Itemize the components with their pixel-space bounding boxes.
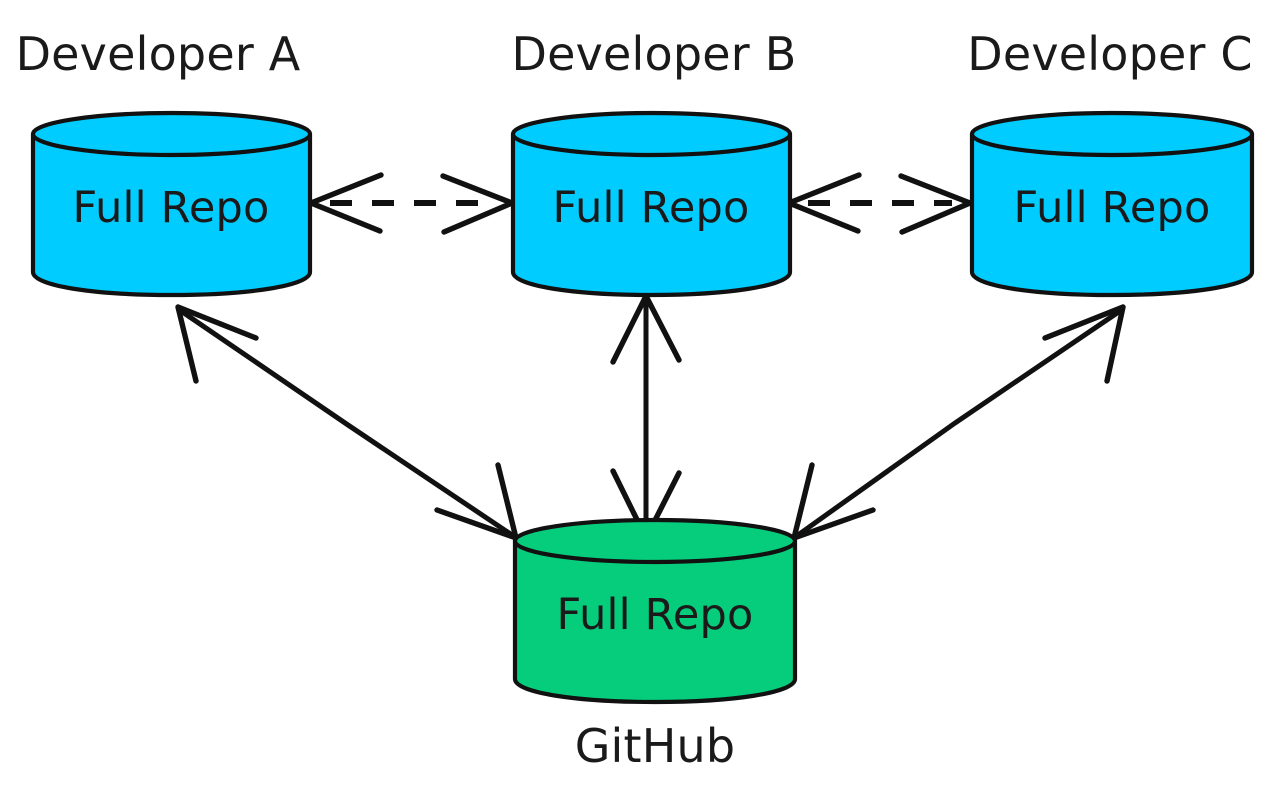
dev-c-cylinder-body (969, 131, 1255, 298)
dev-c-caption: Developer C (967, 27, 1253, 81)
dev-b-repo-label: Full Repo (552, 183, 749, 233)
dev-b-caption: Developer B (512, 27, 797, 81)
dev-a-cylinder-top (30, 110, 313, 158)
node-dev-a[interactable]: Full Repo Developer A (16, 27, 313, 298)
dev-a-caption: Developer A (16, 27, 301, 81)
node-dev-b[interactable]: Full Repo Developer B (510, 27, 797, 298)
node-dev-c[interactable]: Full Repo Developer C (967, 27, 1255, 298)
arrowhead-left-dashed-b (786, 172, 862, 234)
arrowhead-right-dashed-b (898, 173, 973, 235)
github-repo-label: Full Repo (556, 590, 753, 640)
arrowhead-down-left (434, 462, 519, 541)
edge-github-dev-a-line (178, 308, 515, 538)
dev-c-cylinder-top (969, 110, 1255, 158)
arrowhead-right-dashed-a (440, 173, 515, 235)
github-cylinder-body (512, 538, 798, 705)
edge-github-to-dev-c (791, 304, 1126, 541)
github-caption: GitHub (575, 719, 736, 773)
dev-a-repo-label: Full Repo (72, 183, 269, 233)
dev-b-cylinder-body (510, 131, 793, 298)
arrowhead-up-right (1042, 304, 1126, 384)
dev-a-cylinder-body (30, 131, 313, 298)
edge-github-to-dev-b (610, 293, 682, 541)
arrowhead-left-dashed-a (308, 172, 384, 234)
arrowhead-down-right (791, 462, 876, 541)
edge-dev-b-to-dev-a (308, 172, 515, 235)
node-github[interactable]: Full Repo GitHub (512, 517, 798, 773)
arrowhead-up-left (175, 304, 259, 384)
dev-b-cylinder-top (510, 110, 793, 158)
arrowhead-up-center (610, 293, 682, 365)
dev-c-repo-label: Full Repo (1013, 183, 1210, 233)
edge-github-to-dev-a (175, 304, 519, 541)
edge-dev-b-to-dev-c (786, 172, 973, 235)
github-cylinder-top (512, 517, 798, 565)
edge-github-dev-c-line (795, 308, 1123, 538)
